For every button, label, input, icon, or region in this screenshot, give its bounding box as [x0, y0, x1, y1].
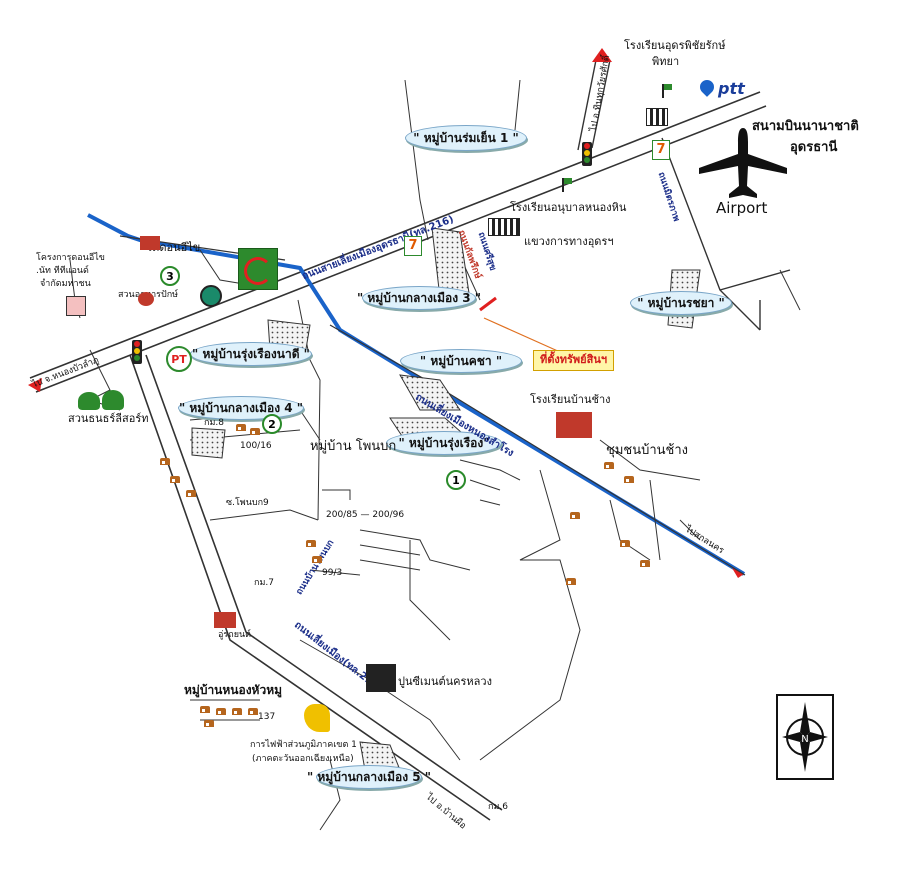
patch-klang-muang-4	[191, 427, 226, 459]
ruen-thai: อู่รถยนต์	[218, 630, 251, 640]
house-icon	[200, 706, 210, 713]
house-icon	[160, 458, 170, 465]
soi-phonbok: ซ.โพนบก9	[226, 498, 269, 508]
patch-kasa	[399, 374, 461, 411]
house-icon	[236, 424, 246, 431]
highways-office: แขวงการทางอุดรฯ	[524, 235, 614, 248]
marker-1: 1	[446, 470, 466, 490]
house-icon	[250, 428, 260, 435]
south-highway	[129, 354, 503, 821]
factory-icon	[366, 664, 396, 692]
village-klang-muang-4: " หมู่บ้านกลางเมือง 4 "	[178, 396, 304, 420]
airport-th-1: สนามบินนานาชาติ	[752, 119, 859, 134]
house-icon	[312, 556, 322, 563]
traffic-light-icon	[132, 340, 142, 364]
egat-2: (ภาคตะวันออกเฉียงเหนือ)	[252, 754, 354, 764]
house-icon	[604, 462, 614, 469]
pt-logo-icon: PT	[166, 346, 192, 372]
tree-icon	[102, 390, 124, 410]
km8-label: กม.8	[204, 418, 224, 428]
compass-icon: N	[776, 694, 834, 780]
house-icon	[620, 540, 630, 547]
moo-phonbok: หมู่บ้าน โพนบก	[310, 439, 397, 454]
airport-en: Airport	[716, 199, 768, 217]
garden-label: สวนธนธร์ลีสอร์ท	[68, 412, 149, 425]
project-2: .นัท ทีทีแอนด์	[36, 266, 89, 276]
community-ban-chang: ชุมชนบ้านช้าง	[606, 443, 689, 458]
moo-nong-huamu: หมู่บ้านหนองหัวหมู	[184, 683, 283, 697]
house-icon	[570, 512, 580, 519]
village-rung-rueang: " หมู่บ้านรุ่งเรือง"	[386, 431, 502, 455]
building-icon	[646, 108, 668, 126]
seven-eleven-icon: 7	[652, 140, 670, 160]
house-icon	[186, 490, 196, 497]
airplane-icon	[699, 128, 787, 198]
canal-arrow	[732, 568, 744, 578]
village-rachaya: " หมู่บ้านรชยา "	[630, 291, 732, 315]
addr-100-16: 100/16	[240, 441, 272, 451]
building-icon	[488, 218, 520, 236]
house-icon	[204, 720, 214, 727]
house-icon	[640, 560, 650, 567]
project-1: โครงการดอนอีไข	[36, 253, 105, 263]
round-logo-icon	[200, 285, 222, 307]
main-highway	[29, 91, 767, 393]
house-icon	[248, 708, 258, 715]
flag-icon	[662, 84, 674, 98]
compass-n: N	[801, 734, 808, 745]
makro-icon	[238, 248, 278, 290]
pittaya-label: พิทยา	[652, 55, 680, 68]
school-ban-chang: โรงเรียนบ้านช้าง	[530, 393, 611, 406]
land-label: ที่ตั้งทรัพย์สินฯ	[533, 350, 615, 371]
addr-200: 200/85 — 200/96	[326, 510, 405, 520]
tree-icon	[78, 392, 100, 410]
school-anuban: โรงเรียนอนุบาลหนองหิน	[510, 201, 627, 214]
house-icon	[170, 476, 180, 483]
airport-th-2: อุดรธานี	[790, 140, 838, 155]
village-rom-yen: " หมู่บ้านร่มเย็น 1 "	[405, 125, 527, 151]
temple-icon	[140, 236, 160, 250]
village-klang-muang-3: " หมู่บ้านกลางเมือง 3 "	[357, 286, 481, 310]
km6-label: กม.6	[488, 802, 508, 812]
house-icon	[232, 708, 242, 715]
traffic-light-icon	[582, 142, 592, 166]
ptt-logo: ptt	[718, 79, 745, 98]
marker-3: 3	[160, 266, 180, 286]
addr-137: 137	[258, 712, 276, 722]
egat-1: การไฟฟ้าส่วนภูมิภาคเขต 1	[250, 740, 357, 750]
restaurant-icon	[138, 292, 154, 306]
school-udon-pichai: โรงเรียนอุดรพิชัยรักษ์	[624, 39, 726, 52]
cement-label: ปูนซีเมนต์นครหลวง	[398, 675, 492, 688]
house-icon	[216, 708, 226, 715]
village-kasa: " หมู่บ้านคชา "	[400, 349, 522, 373]
marker-2: 2	[262, 414, 282, 434]
flag-icon	[562, 178, 574, 192]
village-rung-rueng-nawee: " หมู่บ้านรุ่งเรืองนาดี "	[190, 342, 312, 366]
addr-99-3: 99/3	[322, 568, 343, 578]
project-3: จำกัดมหาชน	[40, 279, 91, 289]
house-icon	[214, 612, 236, 628]
egat-icon	[304, 704, 330, 732]
project-icon	[66, 296, 86, 316]
house-icon	[306, 540, 316, 547]
school-ban-chang-icon	[556, 412, 592, 438]
village-klang-muang-5: " หมู่บ้านกลางเมือง 5 "	[307, 765, 431, 789]
house-icon	[624, 476, 634, 483]
km7-label: กม.7	[254, 578, 274, 588]
house-icon	[566, 578, 576, 585]
seven-eleven-icon: 7	[404, 236, 422, 256]
